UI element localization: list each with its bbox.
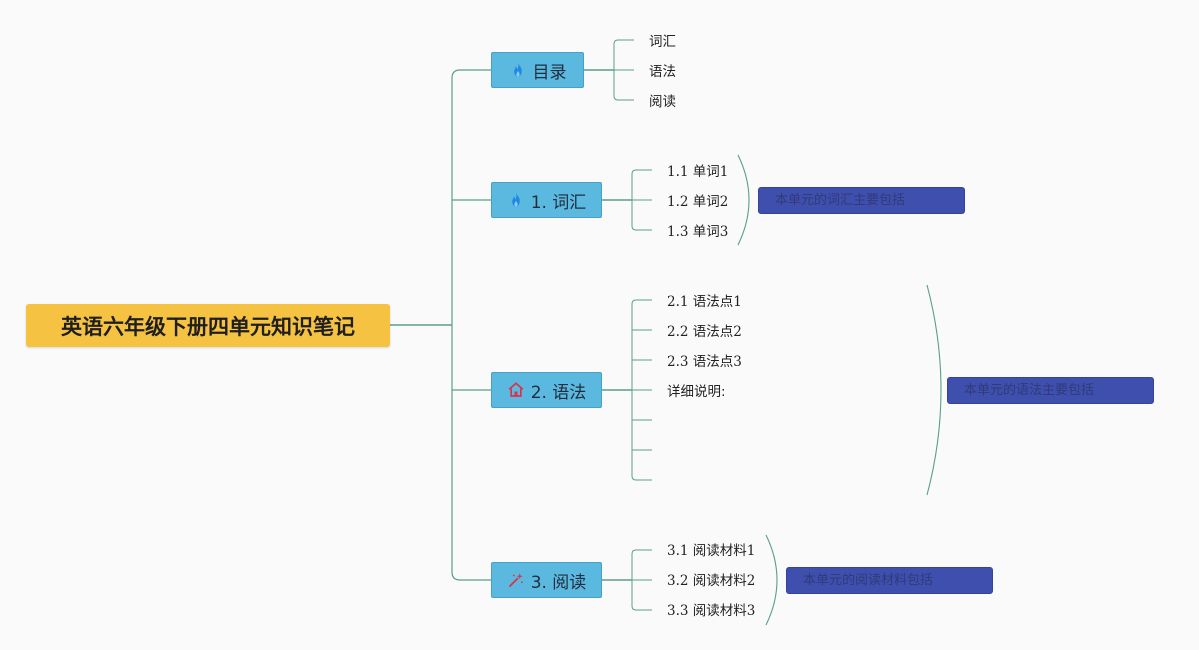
vocab-summary[interactable]: 本单元的词汇主要包括	[758, 187, 965, 214]
branch-grammar[interactable]: 2. 语法	[491, 372, 602, 408]
branch-reading[interactable]: 3. 阅读	[491, 562, 602, 598]
toc-item-vocab[interactable]: 词汇	[649, 34, 676, 50]
fire-icon	[509, 61, 527, 79]
home-icon	[507, 381, 525, 399]
reading-leaf-line-3	[631, 605, 652, 611]
trunk-to-toc	[451, 69, 491, 79]
toc-leaf-line-1	[613, 39, 634, 45]
branch-label: 1. 词汇	[530, 192, 587, 213]
grammar-leaf-line-1	[631, 299, 652, 305]
grammar-summary-brace	[926, 284, 942, 496]
vocab-item-1[interactable]: 1.1 单词1	[667, 164, 729, 180]
grammar-detail-label[interactable]: 详细说明:	[667, 384, 726, 400]
magic-wand-icon	[507, 571, 525, 589]
reading-leaf-line-1	[631, 549, 652, 555]
reading-item-2[interactable]: 3.2 阅读材料2	[667, 573, 756, 589]
grammar-item-3[interactable]: 2.3 语法点3	[667, 354, 742, 370]
toc-item-reading[interactable]: 阅读	[649, 94, 676, 110]
vocab-leaf-line-1	[631, 169, 652, 175]
grammar-summary[interactable]: 本单元的语法主要包括	[947, 377, 1154, 404]
branch-vocabulary[interactable]: 1. 词汇	[491, 182, 602, 218]
toc-item-grammar[interactable]: 语法	[649, 64, 676, 80]
grammar-item-2[interactable]: 2.2 语法点2	[667, 324, 742, 340]
reading-summary[interactable]: 本单元的阅读材料包括	[786, 567, 993, 594]
root-topic[interactable]: 英语六年级下册四单元知识笔记	[26, 304, 390, 347]
reading-item-1[interactable]: 3.1 阅读材料1	[667, 543, 756, 559]
grammar-leaf-line-7	[631, 475, 652, 481]
branch-label: 2. 语法	[530, 382, 587, 403]
grammar-item-1[interactable]: 2.1 语法点1	[667, 294, 742, 310]
reading-item-3[interactable]: 3.3 阅读材料3	[667, 603, 756, 619]
trunk-main	[451, 78, 491, 581]
toc-leaf-line-3	[613, 95, 634, 101]
reading-summary-brace	[765, 534, 778, 626]
branch-label: 目录	[532, 62, 567, 83]
branch-label: 3. 阅读	[530, 572, 587, 593]
branch-toc[interactable]: 目录	[491, 52, 584, 88]
vocab-item-3[interactable]: 1.3 单词3	[667, 224, 729, 240]
vocab-item-2[interactable]: 1.2 单词2	[667, 194, 729, 210]
vocab-leaf-line-3	[631, 225, 652, 231]
vocab-summary-brace	[737, 154, 750, 246]
fire-icon	[507, 191, 525, 209]
